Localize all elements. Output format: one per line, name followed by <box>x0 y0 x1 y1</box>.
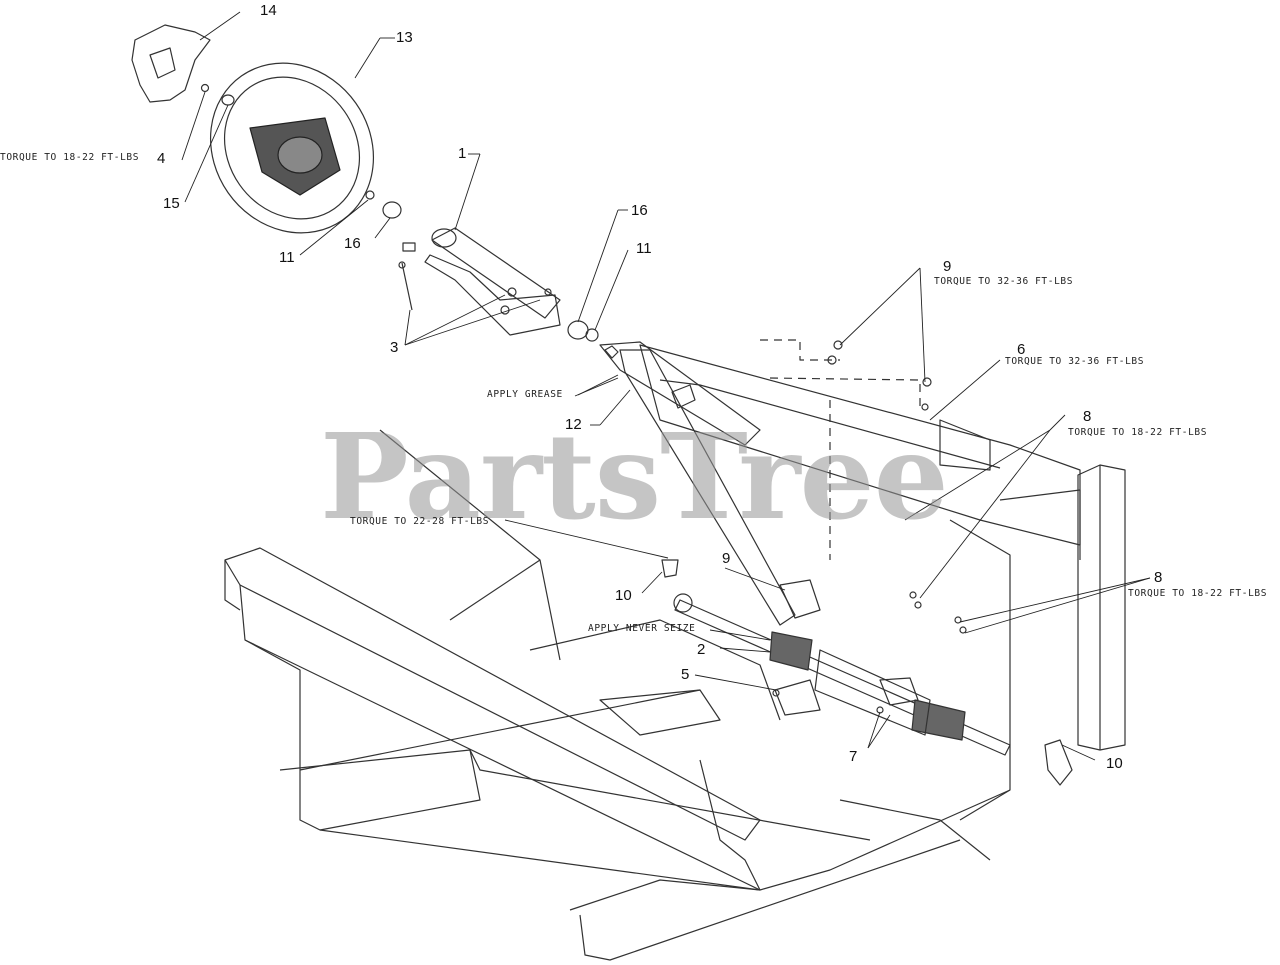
callout-9-upper: 9 <box>943 258 952 275</box>
callout-3: 3 <box>390 339 399 356</box>
callout-8-lower: 8 <box>1154 569 1163 586</box>
callout-11-upper: 11 <box>279 249 295 266</box>
bolts-3 <box>398 261 413 311</box>
callout-10-left: 10 <box>615 587 632 604</box>
callout-15: 15 <box>163 195 180 212</box>
bushings-lower <box>567 320 599 342</box>
callout-7: 7 <box>849 748 858 765</box>
bracket-hardware <box>772 591 967 716</box>
steering-wheel <box>209 62 375 234</box>
callout-6: 6 <box>1017 341 1026 358</box>
callout-11-lower: 11 <box>636 240 652 257</box>
callout-5: 5 <box>681 666 690 683</box>
watermark: PartsTree <box>320 407 949 546</box>
steering-column <box>424 227 561 336</box>
note-torque-6: TORQUE TO 32-36 FT-LBS <box>1005 356 1145 367</box>
note-torque-8-upper: TORQUE TO 18-22 FT-LBS <box>1068 427 1208 438</box>
steering-rack <box>673 593 1011 756</box>
note-apply-never-seize: APPLY NEVER SEIZE <box>588 623 696 634</box>
callout-8-upper: 8 <box>1083 408 1092 425</box>
callout-4: 4 <box>157 150 166 167</box>
callout-9-lower: 9 <box>722 550 731 567</box>
callout-16-lower: 16 <box>631 202 648 219</box>
leader-lines <box>181 11 1151 761</box>
callout-14: 14 <box>260 2 277 19</box>
main-frame <box>224 429 1011 961</box>
steering-shaft <box>599 341 821 626</box>
callout-1: 1 <box>458 145 467 162</box>
steering-wheel-cap <box>131 24 211 103</box>
tie-rod-ends <box>661 559 1073 786</box>
callout-10-right: 10 <box>1106 755 1123 772</box>
note-torque-8-lower: TORQUE TO 18-22 FT-LBS <box>1128 588 1268 599</box>
callout-16-upper: 16 <box>344 235 361 252</box>
callout-13: 13 <box>396 29 413 46</box>
note-torque-10: TORQUE TO 22-28 FT-LBS <box>350 516 490 527</box>
callout-2: 2 <box>697 641 706 658</box>
note-apply-grease: APPLY GREASE <box>487 389 563 400</box>
hardware-11-16 <box>365 190 416 252</box>
right-post <box>949 464 1126 821</box>
note-torque-9: TORQUE TO 32-36 FT-LBS <box>934 276 1074 287</box>
note-torque-4: TORQUE TO 18-22 FT-LBS <box>0 152 140 163</box>
callout-12: 12 <box>565 416 582 433</box>
